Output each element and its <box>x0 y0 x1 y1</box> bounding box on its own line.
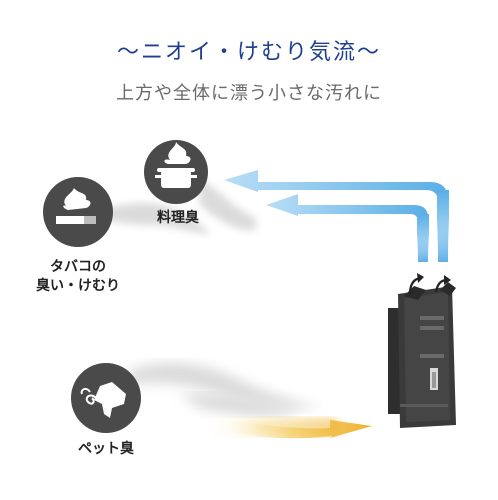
pet-odor-label: ペット臭 <box>78 441 134 457</box>
airflow-arrow-upper <box>224 170 448 262</box>
page-subtitle: 上方や全体に漂う小さな汚れに <box>116 83 382 104</box>
airflow-arrow-lower <box>266 194 428 262</box>
cigarette-icon <box>43 177 113 247</box>
page-title: 〜ニオイ・けむり気流〜 <box>116 40 381 65</box>
cigarette-odor-label-line1: タバコの <box>50 259 106 275</box>
cigarette-odor-label-line2: 臭い・けむり <box>36 278 120 294</box>
cooking-smoke <box>198 178 258 231</box>
cigarette-smoke <box>100 202 210 235</box>
dog-icon <box>71 363 141 433</box>
air-purifier-device <box>388 273 456 428</box>
upper-airflow-arrows <box>224 170 449 262</box>
smoke-trails <box>100 178 320 417</box>
pet-smoke <box>130 362 320 410</box>
cooking-pot-icon <box>144 140 208 204</box>
cigarette-odor-label: タバコの 臭い・けむり <box>18 258 138 296</box>
cooking-odor-label: 料理臭 <box>157 210 199 226</box>
